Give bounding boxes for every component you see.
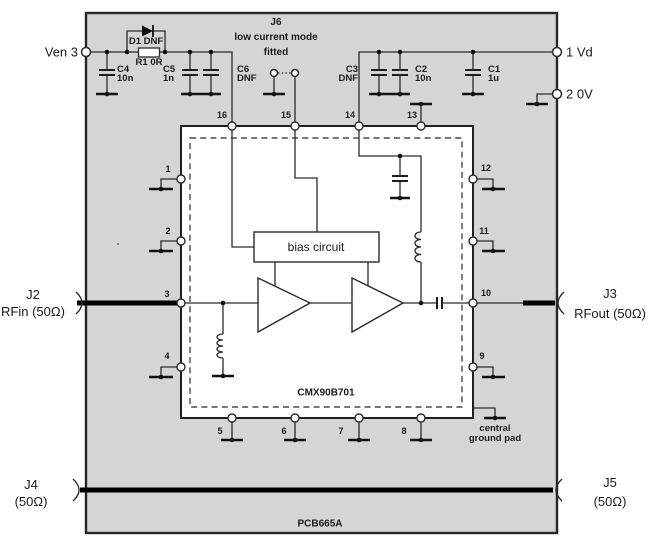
- component-label-c4: C4 10n: [117, 64, 134, 84]
- component-label-c6: C6 DNF: [237, 64, 257, 84]
- rf-traces: [77, 300, 555, 493]
- pin-number-2: 2: [165, 226, 171, 236]
- stray-dot: [117, 243, 119, 245]
- pin-number-15: 15: [280, 110, 292, 120]
- ic-outline: [180, 125, 474, 419]
- resistor-r1-symbol: [137, 47, 161, 58]
- pin-number-12: 12: [480, 163, 492, 173]
- connector-label-j3: J3 RFout (50Ω): [574, 286, 646, 321]
- pin-number-1: 1: [165, 164, 171, 174]
- jumper-j6-mode: low current mode: [234, 32, 318, 43]
- junction-dots: [104, 49, 540, 443]
- pin-number-7: 7: [338, 426, 344, 436]
- connector-label-j4: J4 (50Ω): [14, 477, 48, 509]
- terminal-pads: [80, 46, 563, 100]
- terminal-label-vd: 1 Vd: [566, 44, 593, 60]
- ic-inner-boundary: [189, 137, 463, 408]
- component-label-d1: D1 DNF: [128, 35, 164, 47]
- pin-number-5: 5: [217, 426, 223, 436]
- capacitor-symbols: [99, 69, 481, 309]
- bias-circuit-label: bias circuit: [287, 240, 345, 254]
- component-label-r1: R1 0R: [135, 56, 163, 68]
- terminal-label-0v: 2 0V: [566, 86, 593, 102]
- pin-number-6: 6: [281, 426, 287, 436]
- ic-part-number: CMX90B701: [297, 387, 355, 399]
- amplifier-2: [351, 276, 405, 334]
- pin-number-11: 11: [479, 226, 489, 236]
- jumper-j6-label: J6 low current mode fitted: [234, 15, 317, 60]
- bias-circuit-box: [253, 231, 380, 263]
- pin-number-10: 10: [480, 288, 492, 298]
- diode-d1-symbol: [142, 25, 154, 37]
- inductor-symbols: [216, 231, 422, 359]
- connector-arcs: [72, 291, 565, 502]
- pin-number-14: 14: [344, 110, 356, 120]
- board-wires: [86, 30, 557, 440]
- pin-number-13: 13: [406, 110, 418, 120]
- pin-number-16: 16: [216, 110, 228, 120]
- pin-number-3: 3: [164, 289, 170, 299]
- ic-pin-pads: [176, 121, 478, 423]
- terminal-label-ven3: Ven 3: [44, 44, 78, 60]
- component-label-c1: C1 1u: [488, 64, 501, 84]
- component-label-c2: C2 10n: [415, 64, 432, 84]
- connector-label-j5: J5 (50Ω): [593, 475, 627, 509]
- connector-label-j2: J2 RFin (50Ω): [1, 287, 65, 319]
- component-label-c3: C3 DNF: [338, 64, 358, 84]
- component-label-c5: C5 1n: [163, 64, 176, 84]
- pin-number-8: 8: [401, 426, 407, 436]
- jumper-j6-state: fitted: [263, 47, 289, 58]
- jumper-j6-ref: J6: [270, 17, 282, 28]
- pin-number-9: 9: [479, 351, 485, 361]
- central-ground-pad-label: central ground pad: [468, 423, 522, 444]
- pin-number-4: 4: [164, 351, 170, 361]
- board-name: PCB665A: [297, 518, 343, 530]
- amplifier-1: [257, 276, 312, 334]
